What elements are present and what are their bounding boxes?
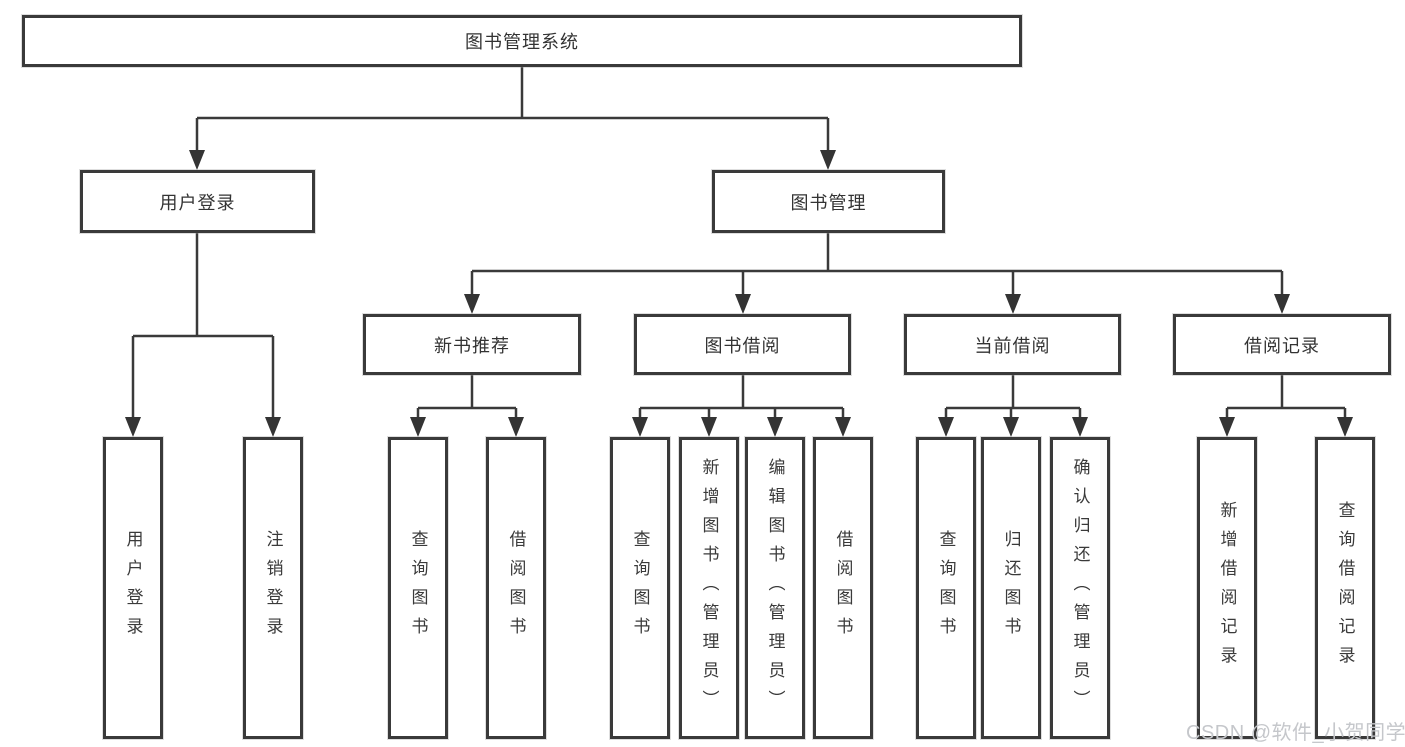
arrowhead-icon xyxy=(820,150,836,170)
arrowhead-icon xyxy=(1072,417,1088,437)
edges-borrowing-records xyxy=(1219,375,1353,437)
arrowhead-icon xyxy=(735,294,751,314)
leaf-user-login-label: 用户登录 xyxy=(123,530,143,646)
edge-line xyxy=(944,375,1082,419)
leaf-borrow-add-books-admin-label: 新增图书（管理员） xyxy=(699,457,719,719)
leaf-current-return-books: 归还图书 xyxy=(981,437,1041,739)
leaf-records-query-record: 查询借阅记录 xyxy=(1315,437,1375,739)
arrowhead-icon xyxy=(701,417,717,437)
arrowhead-icon xyxy=(508,417,524,437)
arrowhead-icon xyxy=(767,417,783,437)
node-system-root: 图书管理系统 xyxy=(22,15,1022,67)
node-book-management: 图书管理 xyxy=(712,170,945,233)
leaf-logout-label: 注销登录 xyxy=(263,530,283,646)
edges-current-borrowing xyxy=(938,375,1088,437)
edge-line xyxy=(470,233,1284,296)
arrowhead-icon xyxy=(1003,417,1019,437)
leaf-recommend-borrow-books-label: 借阅图书 xyxy=(506,530,526,646)
arrowhead-icon xyxy=(189,150,205,170)
leaf-borrow-add-books-admin: 新增图书（管理员） xyxy=(679,437,739,739)
leaf-logout: 注销登录 xyxy=(243,437,303,739)
leaf-borrow-query-books-label: 查询图书 xyxy=(630,530,650,646)
leaf-current-query-books: 查询图书 xyxy=(916,437,976,739)
leaf-recommend-query-books: 查询图书 xyxy=(388,437,448,739)
edge-line xyxy=(1225,375,1347,419)
node-book-borrowing: 图书借阅 xyxy=(634,314,851,375)
leaf-records-query-record-label: 查询借阅记录 xyxy=(1335,501,1355,675)
edge-line xyxy=(638,375,845,419)
edge-line xyxy=(131,233,275,419)
leaf-current-confirm-return-admin-label: 确认归还（管理员） xyxy=(1070,457,1090,719)
leaf-current-query-books-label: 查询图书 xyxy=(936,530,956,646)
edge-line xyxy=(416,375,518,419)
node-new-book-recommendation: 新书推荐 xyxy=(363,314,581,375)
arrowhead-icon xyxy=(1337,417,1353,437)
leaf-current-confirm-return-admin: 确认归还（管理员） xyxy=(1050,437,1110,739)
leaf-borrow-edit-books-admin-label: 编辑图书（管理员） xyxy=(765,457,785,719)
arrowhead-icon xyxy=(632,417,648,437)
arrowhead-icon xyxy=(410,417,426,437)
arrowhead-icon xyxy=(1274,294,1290,314)
node-current-borrowing: 当前借阅 xyxy=(904,314,1121,375)
leaf-records-add-record-label: 新增借阅记录 xyxy=(1217,501,1237,675)
edges-book-borrowing xyxy=(632,375,851,437)
leaf-borrow-borrow-books-label: 借阅图书 xyxy=(833,530,853,646)
edges-user-login xyxy=(125,233,281,437)
edge-line xyxy=(195,67,830,152)
edges-root xyxy=(189,67,836,170)
leaf-borrow-borrow-books: 借阅图书 xyxy=(813,437,873,739)
arrowhead-icon xyxy=(464,294,480,314)
edges-new-book-recommendation xyxy=(410,375,524,437)
leaf-current-return-books-label: 归还图书 xyxy=(1001,530,1021,646)
arrowhead-icon xyxy=(1219,417,1235,437)
leaf-user-login: 用户登录 xyxy=(103,437,163,739)
leaf-borrow-query-books: 查询图书 xyxy=(610,437,670,739)
node-borrowing-records: 借阅记录 xyxy=(1173,314,1391,375)
arrowhead-icon xyxy=(1005,294,1021,314)
leaf-borrow-edit-books-admin: 编辑图书（管理员） xyxy=(745,437,805,739)
arrowhead-icon xyxy=(835,417,851,437)
node-user-login: 用户登录 xyxy=(80,170,315,233)
arrowhead-icon xyxy=(265,417,281,437)
leaf-records-add-record: 新增借阅记录 xyxy=(1197,437,1257,739)
leaf-recommend-borrow-books: 借阅图书 xyxy=(486,437,546,739)
leaf-recommend-query-books-label: 查询图书 xyxy=(408,530,428,646)
arrowhead-icon xyxy=(125,417,141,437)
watermark: CSDN @软件_小贺同学 xyxy=(1186,722,1405,744)
edges-book-management xyxy=(464,233,1290,314)
arrowhead-icon xyxy=(938,417,954,437)
